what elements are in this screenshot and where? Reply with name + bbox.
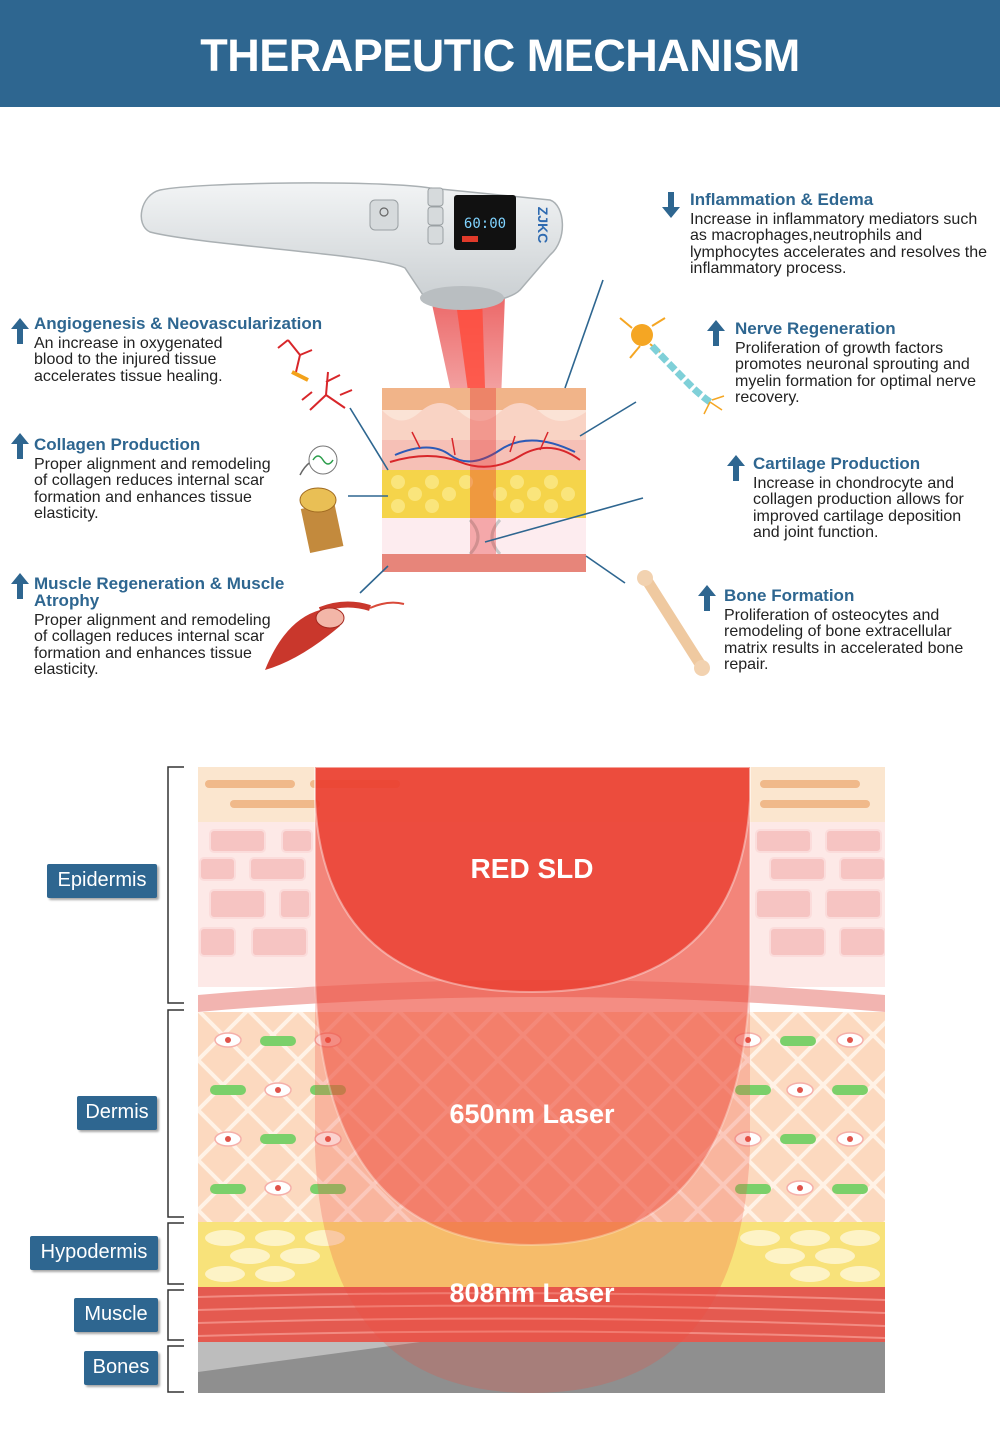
benefit-title: Muscle Regeneration & Muscle Atrophy <box>34 574 285 610</box>
layer-label-dermis: Dermis <box>77 1096 157 1130</box>
benefit-inflammation: Inflammation & Edema Increase in inflamm… <box>690 191 990 277</box>
nerve-cell-icon <box>619 317 725 415</box>
header-banner: THERAPEUTIC MECHANISM <box>0 0 1000 107</box>
layer-label-bones: Bones <box>84 1351 158 1385</box>
device-brand-logo: ZJKC <box>535 207 551 244</box>
layer-brackets <box>167 766 184 1393</box>
benefit-collagen: Collagen Production Proper alignment and… <box>34 436 294 522</box>
bone-icon <box>637 570 710 676</box>
benefit-bone: Bone Formation Proliferation of osteocyt… <box>724 587 990 673</box>
muscle-fiber-icon <box>265 601 405 670</box>
benefit-desc: Increase in chondrocyte and collagen pro… <box>753 475 964 541</box>
650nm-label: 650nm Laser <box>449 1099 615 1129</box>
benefit-desc: Proper alignment and remodeling of colla… <box>34 456 271 522</box>
arrow-up-icon <box>727 455 745 481</box>
layer-label-epidermis: Epidermis <box>47 864 157 898</box>
benefit-muscle: Muscle Regeneration & Muscle Atrophy Pro… <box>34 575 304 678</box>
benefit-title: Nerve Regeneration <box>735 319 896 338</box>
red-sld-label: RED SLD <box>471 853 594 884</box>
arrow-up-icon <box>707 320 725 346</box>
808nm-label: 808nm Laser <box>449 1278 615 1308</box>
benefit-desc: Proliferation of osteocytes and remodeli… <box>724 607 964 673</box>
benefit-title: Cartilage Production <box>753 454 921 473</box>
blood-vessel-icon <box>277 339 353 411</box>
arrow-up-icon <box>698 585 716 611</box>
benefit-nerve: Nerve Regeneration Proliferation of grow… <box>735 320 985 406</box>
layer-label-hypodermis: Hypodermis <box>30 1236 158 1270</box>
power-icon <box>379 207 389 217</box>
arrow-up-icon <box>11 433 29 459</box>
benefit-title: Collagen Production <box>34 435 201 454</box>
benefit-desc: An increase in oxygenated blood to the i… <box>34 335 223 385</box>
benefit-desc: Proper alignment and remodeling of colla… <box>34 612 271 678</box>
layer-label-muscle: Muscle <box>74 1298 158 1332</box>
arrow-down-icon <box>662 192 680 218</box>
svg-text:60:00: 60:00 <box>464 216 506 232</box>
mechanism-illustration: 60:00 ZJKC <box>140 182 725 676</box>
bone-tissue <box>198 1342 885 1393</box>
benefit-title: Angiogenesis & Neovascularization <box>34 314 323 333</box>
benefit-desc: Proliferation of growth factors promotes… <box>735 340 976 406</box>
arrow-up-icon <box>11 573 29 599</box>
connector-lines <box>348 279 644 594</box>
laser-device: 60:00 ZJKC <box>140 182 564 310</box>
red-sld-penetration <box>314 767 751 994</box>
benefit-cartilage: Cartilage Production Increase in chondro… <box>753 455 989 541</box>
benefit-title: Bone Formation <box>724 586 855 605</box>
benefit-title: Inflammation & Edema <box>690 190 874 209</box>
collagen-bundle-icon <box>299 445 344 554</box>
arrow-up-icon <box>11 318 29 344</box>
benefit-desc: Increase in inflammatory mediators such … <box>690 211 988 277</box>
on-off-button <box>369 199 399 231</box>
benefit-angiogenesis: Angiogenesis & Neovascularization An inc… <box>34 315 354 385</box>
page-title: THERAPEUTIC MECHANISM <box>200 30 800 81</box>
skin-cross-section <box>382 388 586 572</box>
